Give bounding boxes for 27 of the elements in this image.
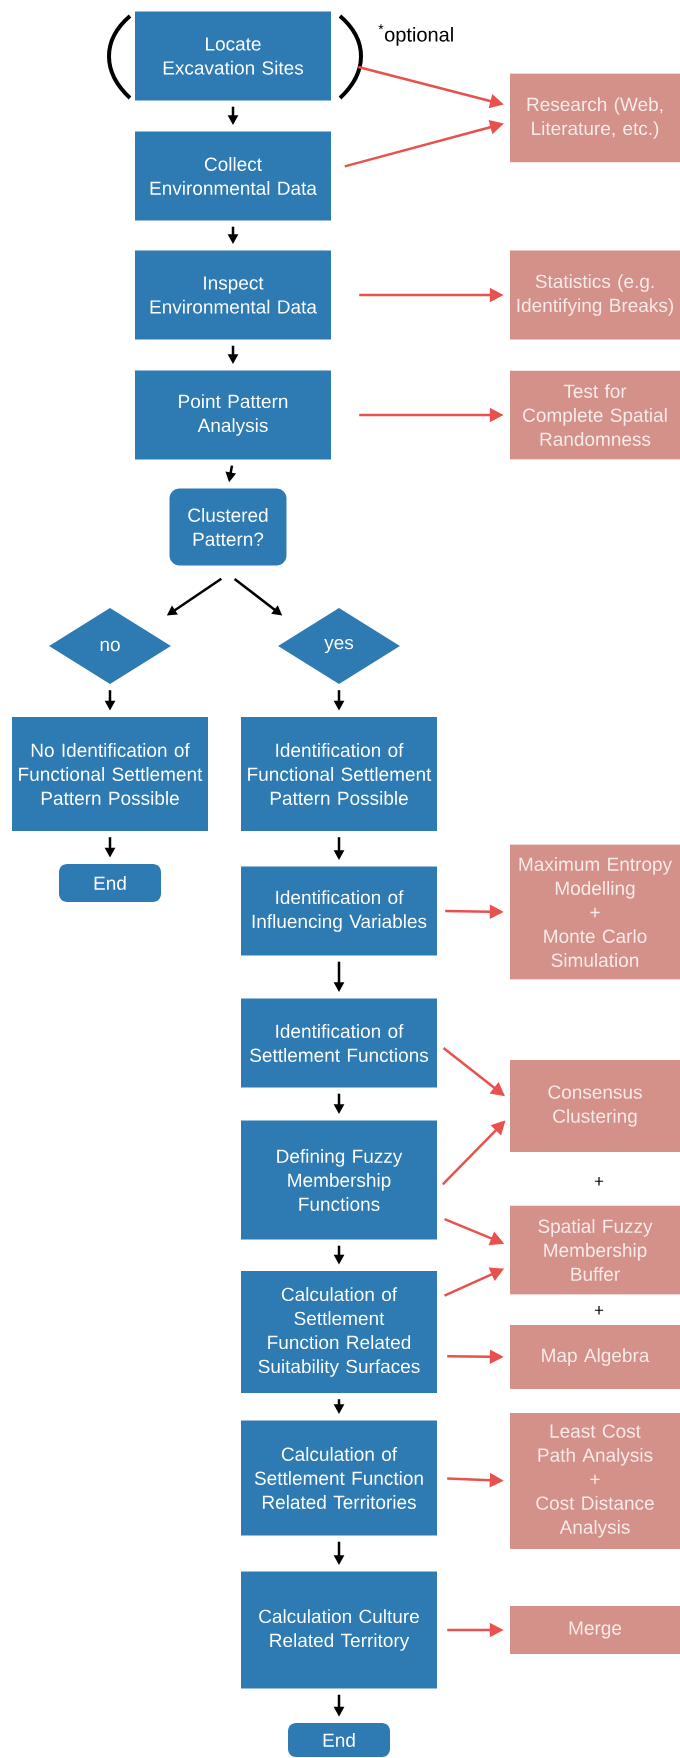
method-box: Map Algebra	[510, 1325, 680, 1389]
process-box: Identification of Functional Settlement Pattern Possible	[241, 717, 437, 831]
process-box: Identification of Influencing Variables	[241, 866, 437, 956]
process-box: Identification of Settlement Functions	[241, 998, 437, 1088]
terminal-box: End	[288, 1723, 390, 1757]
method-box: Consensus Clustering	[510, 1060, 680, 1152]
method-box: Test for Complete Spatial Randomness	[510, 370, 680, 460]
method-box: Least Cost Path Analysis + Cost Distance Analysis	[510, 1413, 680, 1549]
terminal-box: End	[59, 864, 161, 902]
process-box: No Identification of Functional Settlement Pattern Possible	[12, 717, 208, 831]
process-box: Calculation Culture Related Territory	[241, 1571, 437, 1689]
note-text: +	[594, 1177, 604, 1186]
process-box: Calculation of Settlement Function Related Suitability Surfaces	[241, 1271, 437, 1393]
note-text: +	[594, 1306, 604, 1315]
decision-box: Clustered Pattern?	[169, 488, 287, 566]
process-box: Inspect Environmental Data	[135, 250, 331, 340]
method-box: Spatial Fuzzy Membership Buffer	[510, 1205, 680, 1295]
method-box: Merge	[510, 1606, 680, 1654]
process-box: Locate Excavation Sites	[135, 11, 331, 101]
process-box: Point Pattern Analysis	[135, 370, 331, 460]
method-box: Research (Web, Literature, etc.)	[510, 73, 680, 163]
process-box: Calculation of Settlement Function Related Territories	[241, 1420, 437, 1536]
process-box: Collect Environmental Data	[135, 131, 331, 221]
process-box: Defining Fuzzy Membership Functions	[241, 1120, 437, 1240]
method-box: Maximum Entropy Modelling + Monte Carlo Simulation	[510, 844, 680, 980]
method-box: Statistics (e.g. Identifying Breaks)	[510, 250, 680, 340]
note-text: $^{*}$optional	[378, 24, 453, 46]
